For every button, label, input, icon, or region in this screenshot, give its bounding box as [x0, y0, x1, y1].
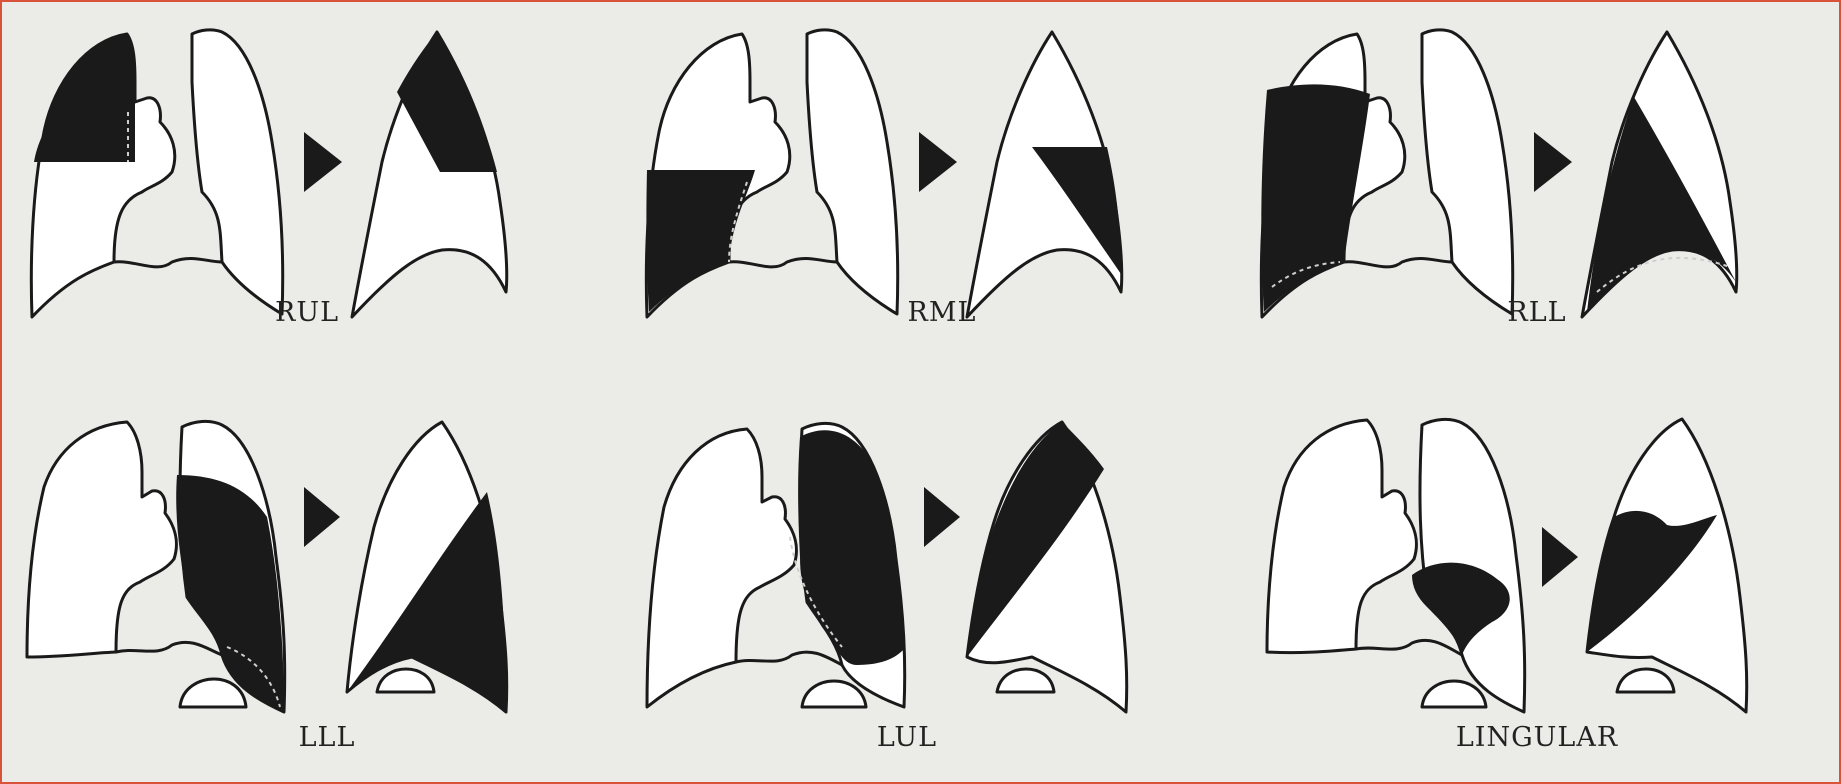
- rul-lung-illustration: [22, 22, 622, 322]
- lingular-arrow-icon: [1542, 527, 1578, 587]
- rll-arrow-icon: [1534, 132, 1572, 192]
- rml-lateral-view: [967, 32, 1122, 317]
- lll-lateral-view: [347, 422, 507, 712]
- rul-frontal-view: [31, 30, 282, 317]
- panel-lul: LUL: [642, 417, 1242, 717]
- lll-lung-illustration: [22, 417, 622, 717]
- rll-lung-illustration: [1252, 22, 1841, 322]
- rml-arrow-icon: [919, 132, 957, 192]
- lingular-lung-illustration: [1262, 417, 1841, 717]
- panel-rul: RUL: [22, 22, 622, 322]
- label-rml: RML: [867, 297, 1017, 328]
- rml-lung-illustration: [637, 22, 1237, 322]
- lingular-lateral-view: [1587, 419, 1747, 712]
- rll-frontal-view: [1261, 30, 1512, 317]
- rul-arrow-icon: [304, 132, 342, 192]
- label-lul: LUL: [832, 722, 982, 753]
- rml-frontal-view: [646, 30, 897, 317]
- label-lll: LLL: [252, 722, 402, 753]
- label-rll: RLL: [1462, 297, 1612, 328]
- rll-lateral-view: [1582, 32, 1737, 317]
- lul-lung-illustration: [642, 417, 1242, 717]
- lul-frontal-view: [647, 423, 905, 707]
- panel-lingular: LINGULAR: [1262, 417, 1841, 717]
- label-rul: RUL: [232, 297, 382, 328]
- panel-lll: LLL: [22, 417, 622, 717]
- panel-rml: RML: [637, 22, 1237, 322]
- label-lingular: LINGULAR: [1412, 722, 1662, 753]
- panel-rll: RLL: [1252, 22, 1841, 322]
- lul-lateral-view: [967, 422, 1127, 712]
- lll-arrow-icon: [304, 487, 340, 547]
- rul-lateral-view: [352, 32, 507, 317]
- lll-frontal-view: [27, 421, 285, 712]
- lul-arrow-icon: [924, 487, 960, 547]
- lingular-frontal-view: [1267, 419, 1525, 712]
